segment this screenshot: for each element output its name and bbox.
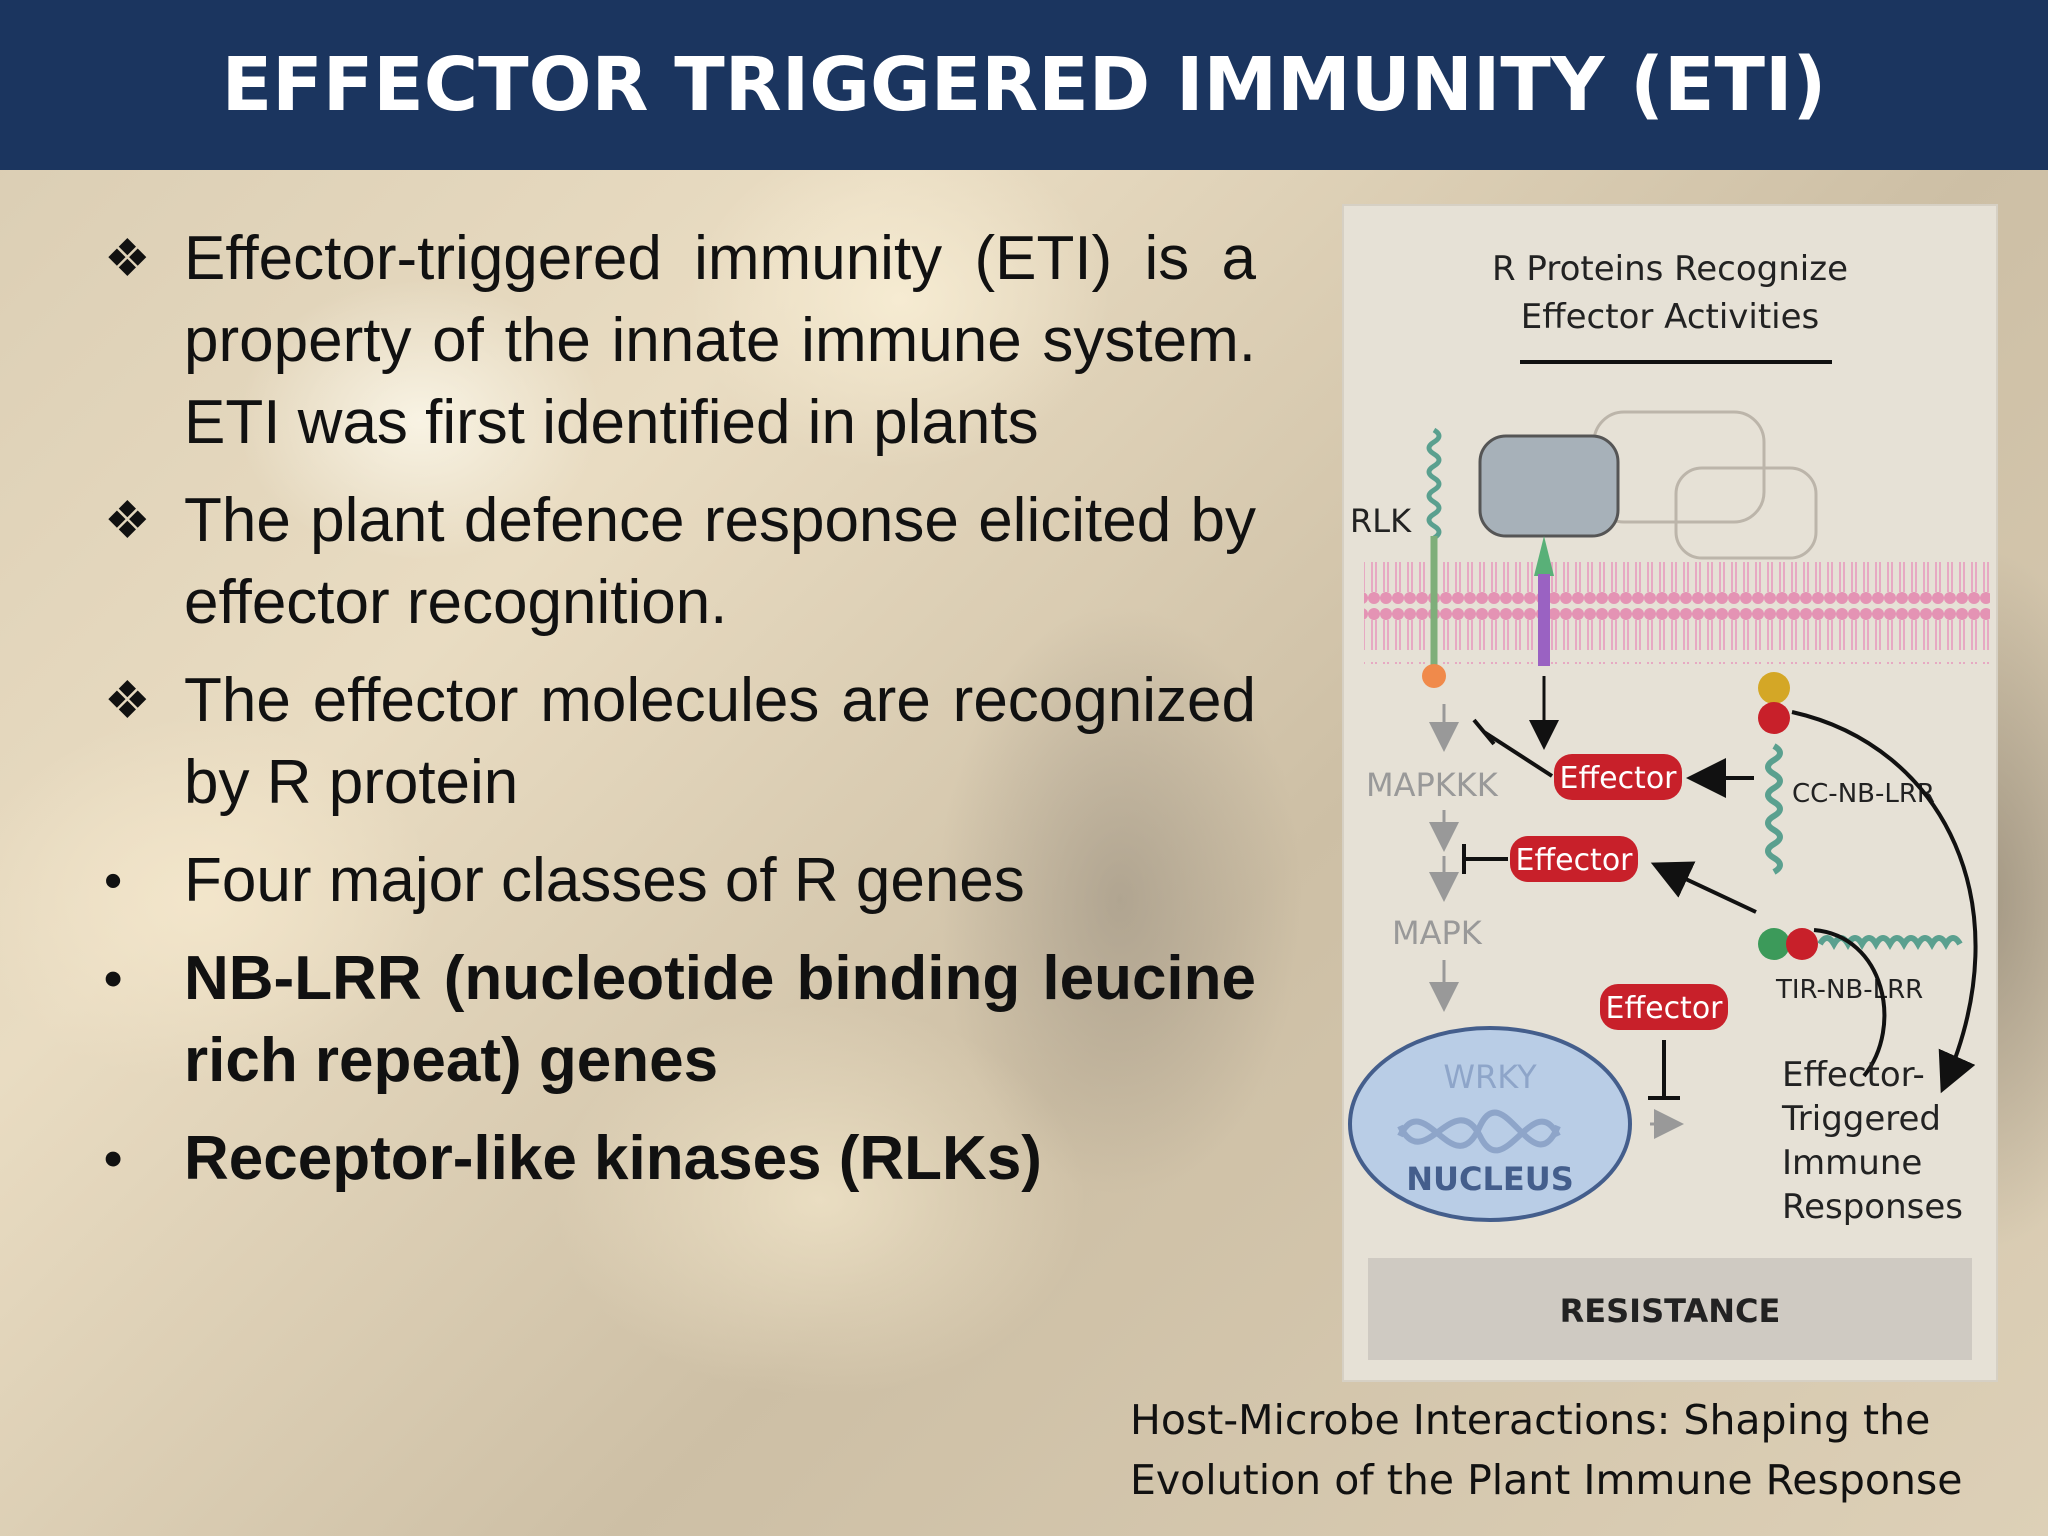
diamond-bullet-icon: ❖ <box>104 230 151 288</box>
bullet-item: ❖Effector-triggered immunity (ETI) is a … <box>104 218 1256 464</box>
wrky-label: WRKY <box>1443 1058 1537 1096</box>
effector-badge <box>1510 836 1638 882</box>
dna-helix-icon <box>1397 1109 1561 1149</box>
eti-response-label: Responses <box>1782 1187 1963 1227</box>
nb-domain <box>1786 928 1818 960</box>
eti-response-label: Triggered <box>1781 1099 1941 1139</box>
figure-title-line2: Effector Activities <box>1521 297 1820 337</box>
rlk-ectodomain <box>1426 427 1442 541</box>
lrr-domain <box>1765 743 1783 875</box>
nucleus <box>1348 1026 1632 1222</box>
bullet-item: ❖The effector molecules are recognized b… <box>104 660 1256 824</box>
bullet-item: •Four major classes of R genes <box>104 840 1256 922</box>
dna-helix-icon <box>1397 1117 1561 1154</box>
effector-label: Effector <box>1515 843 1633 878</box>
nucleus-label: NUCLEUS <box>1406 1160 1574 1198</box>
caption-line: Host-Microbe Interactions: Shaping the <box>1130 1396 1931 1444</box>
recognition-arrow <box>1650 861 1757 914</box>
eti-response-label: Effector- <box>1782 1055 1925 1095</box>
dot-bullet-icon: • <box>104 950 123 1008</box>
figure-title-line1: R Proteins Recognize <box>1492 249 1848 289</box>
inhibit-line <box>1482 730 1554 778</box>
resistance-bar <box>1368 1258 1972 1360</box>
rlk-label: RLK <box>1350 502 1412 540</box>
dot-bullet-icon: • <box>104 852 123 910</box>
effector-label: Effector <box>1559 761 1677 796</box>
cc-domain <box>1758 672 1790 704</box>
dot-bullet-icon: • <box>104 1130 123 1188</box>
tir-domain <box>1758 928 1790 960</box>
tir-nb-lrr-label: TIR-NB-LRR <box>1775 975 1923 1005</box>
receptor-stalk <box>1534 536 1554 576</box>
diamond-bullet-icon: ❖ <box>104 492 151 550</box>
nb-domain <box>1758 702 1790 734</box>
bullet-item: ❖The plant defence response elicited by … <box>104 480 1256 644</box>
eti-diagram-svg: R Proteins Recognize Effector Activities… <box>1348 249 1990 1360</box>
diamond-bullet-icon: ❖ <box>104 672 151 730</box>
caption-line: Evolution of the Plant Immune Response <box>1130 1456 1963 1504</box>
title-bar: EFFECTOR TRIGGERED IMMUNITY (ETI) <box>0 0 2048 170</box>
bullet-item: •NB-LRR (nucleotide binding leucine rich… <box>104 938 1256 1102</box>
eti-response-label: Immune <box>1782 1143 1922 1183</box>
eti-arrow <box>1791 710 1978 1094</box>
slide-title: EFFECTOR TRIGGERED IMMUNITY (ETI) <box>221 42 1827 128</box>
resistance-label: RESISTANCE <box>1560 1292 1781 1330</box>
pathogen <box>1478 434 1620 538</box>
bullet-list: ❖Effector-triggered immunity (ETI) is a … <box>104 218 1256 1216</box>
rlk-kinase-domain <box>1422 664 1446 688</box>
eti-arrow <box>1813 928 1887 1078</box>
mapkkk-label: MAPKKK <box>1366 766 1499 804</box>
effector-badge <box>1600 984 1728 1030</box>
effector-badge <box>1554 754 1682 800</box>
mapk-label: MAPK <box>1392 914 1483 952</box>
effector-label: Effector <box>1605 991 1723 1026</box>
cell-membrane <box>1364 556 1990 664</box>
pathogen-outline <box>1674 466 1818 560</box>
eti-diagram: R Proteins Recognize Effector Activities… <box>1342 204 1998 1382</box>
cc-nb-lrr-label: CC-NB-LRR <box>1792 779 1935 809</box>
inhibit-bar <box>1472 718 1496 746</box>
figure-caption: Host-Microbe Interactions: Shaping the E… <box>1130 1390 2030 1510</box>
bullet-item: •Receptor-like kinases (RLKs) <box>104 1118 1256 1200</box>
